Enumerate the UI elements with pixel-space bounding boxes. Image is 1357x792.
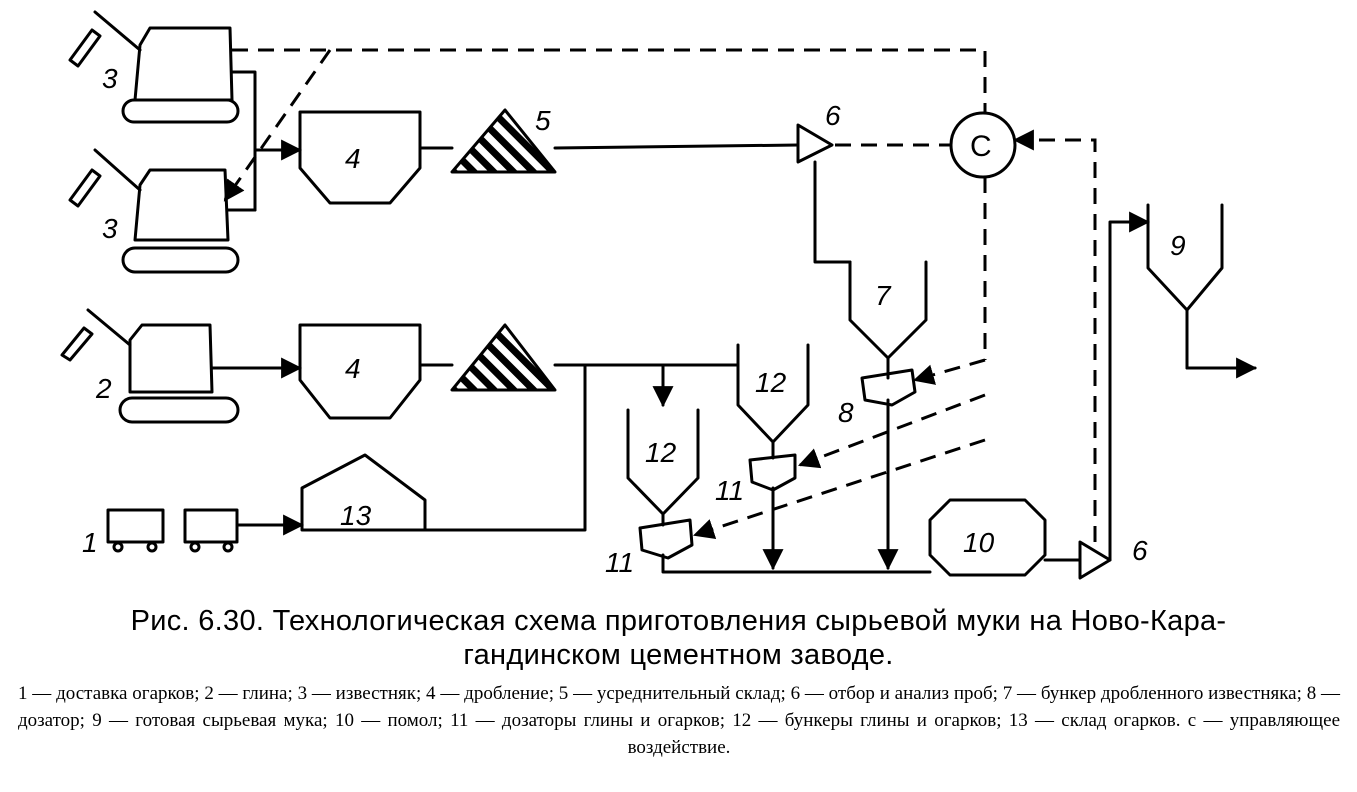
label-9: 9 (1170, 230, 1186, 261)
excavator-limestone-top (68, 10, 252, 124)
label-11-left: 11 (605, 547, 634, 578)
label-8: 8 (838, 397, 854, 428)
label-10: 10 (963, 527, 995, 558)
label-11-right: 11 (715, 475, 744, 506)
crusher-top (298, 110, 422, 205)
figure-caption-line1: Рис. 6.30. Технологическая схема пригото… (130, 605, 1227, 637)
label-6-bottom: 6 (1132, 535, 1148, 566)
label-1: 1 (82, 527, 98, 558)
excavator-clay (60, 308, 240, 424)
label-12-right: 12 (755, 367, 787, 398)
label-12-left: 12 (645, 437, 677, 468)
sampler-bottom (1078, 540, 1112, 580)
label-13: 13 (340, 500, 372, 531)
label-4-bottom: 4 (345, 353, 361, 384)
dozer-clay-right (748, 453, 797, 492)
label-4-top: 4 (345, 143, 361, 174)
wagons-cinders (106, 508, 239, 553)
figure-caption: Рис. 6.30. Технологическая схема пригото… (0, 604, 1357, 672)
label-5: 5 (535, 105, 551, 136)
excavator-limestone-bottom (68, 148, 257, 274)
dozer-limestone (860, 368, 917, 407)
label-controller: С (970, 130, 992, 163)
crusher-bottom (298, 323, 422, 420)
label-3-top: 3 (102, 63, 118, 94)
figure-legend: 1 — доставка огарков; 2 — глина; 3 — изв… (18, 683, 1340, 758)
process-flow-diagram: 3 3 2 1 4 4 13 5 6 С 7 8 12 12 11 11 10 … (60, 10, 1258, 580)
averaging-pile-top (450, 108, 557, 174)
label-6-top: 6 (825, 100, 841, 131)
averaging-pile-bottom (450, 323, 557, 392)
mill (928, 498, 1047, 577)
figure-caption-line2: гандинском цементном заводе. (463, 639, 894, 671)
label-7: 7 (875, 280, 892, 311)
label-2: 2 (95, 373, 112, 404)
dozer-clay-left (638, 518, 694, 560)
label-3-bottom: 3 (102, 213, 118, 244)
